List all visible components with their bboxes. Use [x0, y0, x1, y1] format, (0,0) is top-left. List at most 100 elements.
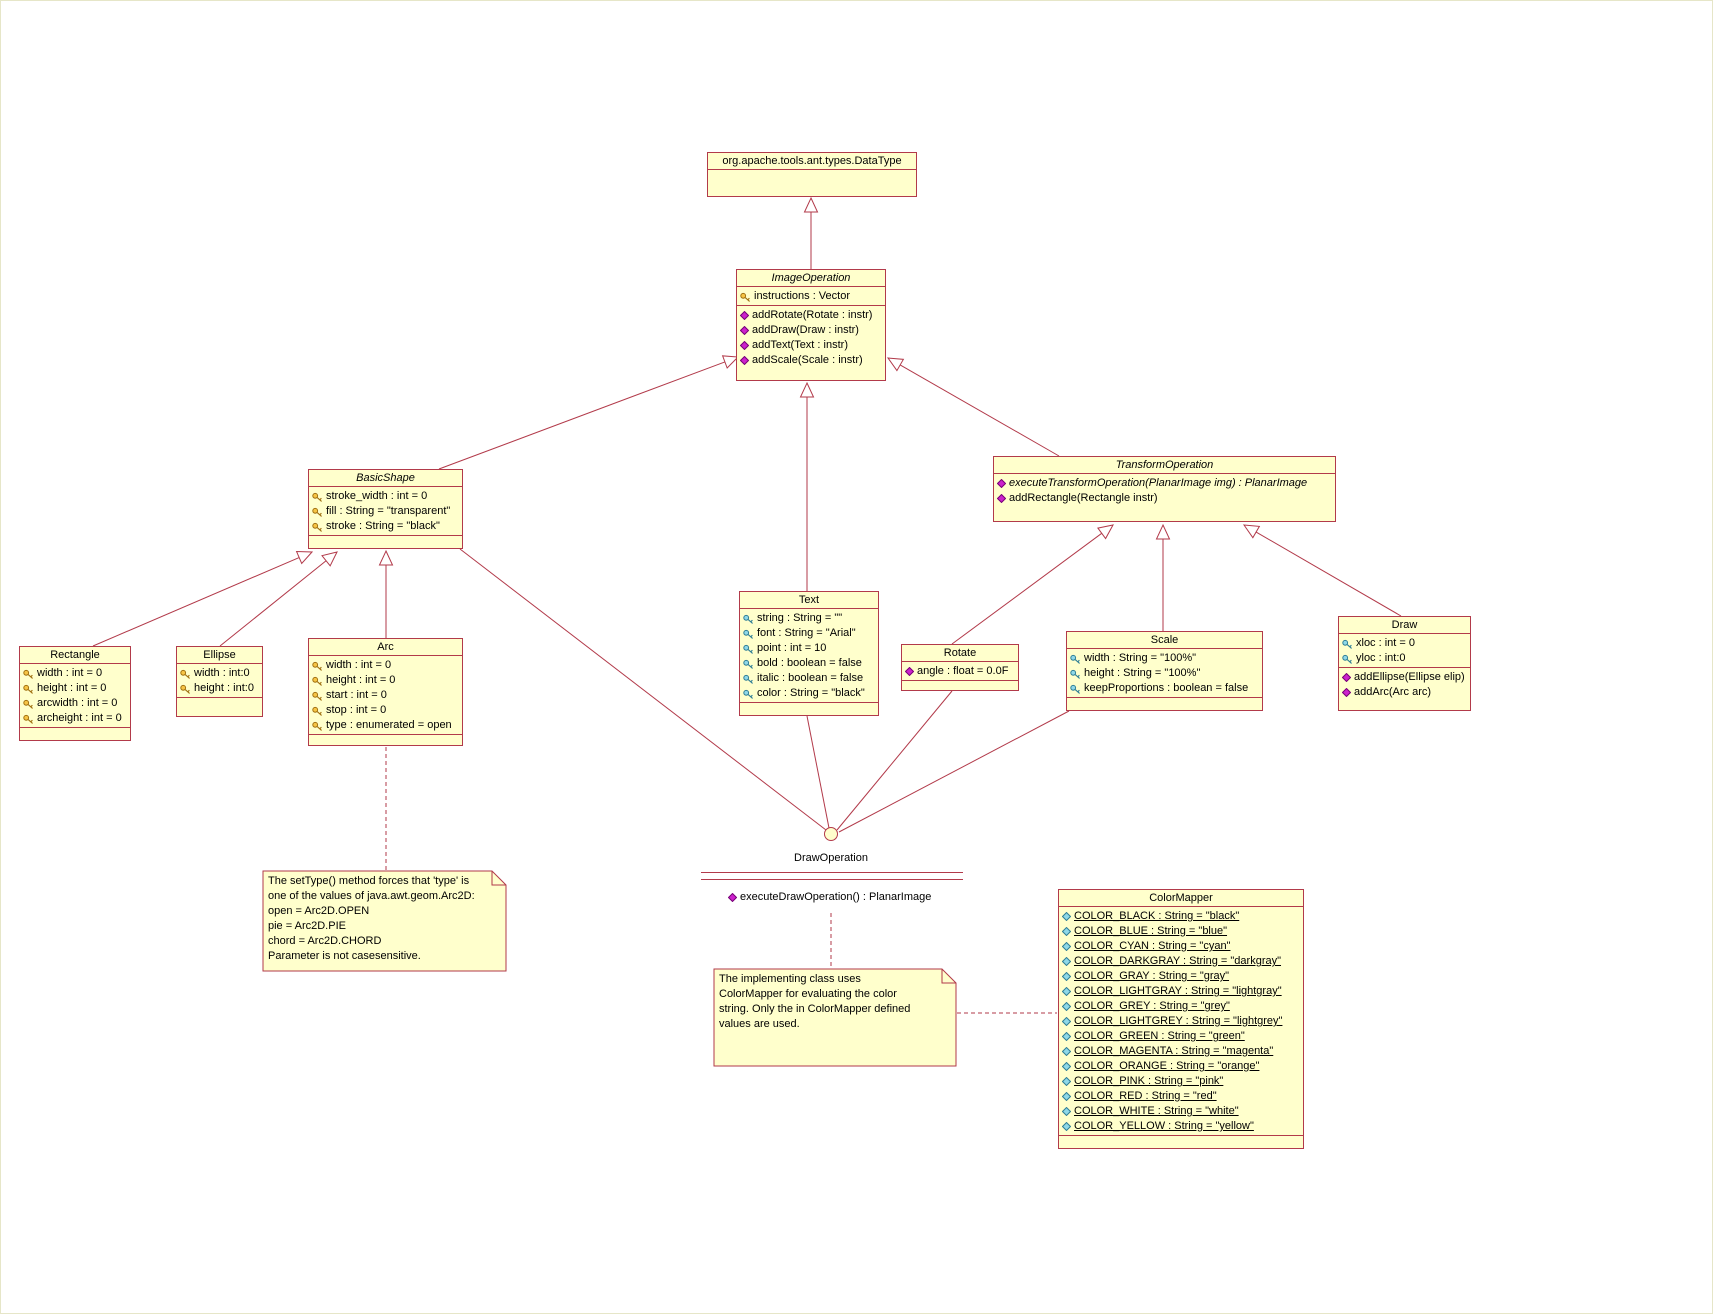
- class-datatype[interactable]: org.apache.tools.ant.types.DataType: [707, 152, 917, 197]
- edge-text-to-drawoperation[interactable]: [806, 715, 830, 829]
- class-compartment: [20, 727, 130, 740]
- member-label: COLOR_BLACK : String = "black": [1074, 910, 1240, 922]
- class-member: COLOR_LIGHTGREY : String = "lightgrey": [1062, 1014, 1301, 1029]
- member-label: arcwidth : int = 0: [37, 697, 118, 709]
- class-member: point : int = 10: [743, 641, 876, 656]
- edge-rotate-to-transformoperation[interactable]: [951, 524, 1114, 645]
- member-label: COLOR_RED : String = "red": [1074, 1090, 1217, 1102]
- class-name-rotate: Rotate: [943, 647, 977, 659]
- interface-method-row: executeDrawOperation() : PlanarImage: [728, 891, 931, 903]
- member-label: addScale(Scale : instr): [752, 354, 863, 366]
- interface-circle-icon[interactable]: [824, 827, 838, 841]
- member-label: COLOR_WHITE : String = "white": [1074, 1105, 1239, 1117]
- member-label: height : String = "100%": [1084, 667, 1201, 679]
- member-label: xloc : int = 0: [1356, 637, 1416, 649]
- member-label: stroke_width : int = 0: [326, 490, 428, 502]
- key-orange-icon: [180, 669, 191, 679]
- member-label: bold : boolean = false: [757, 657, 862, 669]
- member-label: COLOR_LIGHTGRAY : String = "lightgray": [1074, 985, 1282, 997]
- edge-scale-to-drawoperation[interactable]: [838, 710, 1070, 833]
- class-compartment: xloc : int = 0 yloc : int:0: [1339, 633, 1470, 667]
- diamond-cyan-icon: [1062, 1077, 1071, 1086]
- class-compartment: [309, 535, 462, 548]
- key-orange-icon: [312, 507, 323, 517]
- edge-imageoperation-to-datatype[interactable]: [803, 196, 819, 269]
- key-cyan-icon: [743, 629, 754, 639]
- class-scale[interactable]: Scale width : String = "100%" height : Str…: [1066, 631, 1263, 711]
- member-label: start : int = 0: [326, 689, 387, 701]
- class-member: COLOR_GREY : String = "grey": [1062, 999, 1301, 1014]
- class-member: COLOR_GREEN : String = "green": [1062, 1029, 1301, 1044]
- class-member: COLOR_BLACK : String = "black": [1062, 909, 1301, 924]
- member-label: width : int:0: [194, 667, 250, 679]
- class-compartment: COLOR_BLACK : String = "black"COLOR_BLUE…: [1059, 906, 1303, 1135]
- diamond-magenta-icon: [740, 311, 749, 320]
- class-rotate[interactable]: Rotate angle : float = 0.0F: [901, 644, 1019, 691]
- class-member: addRotate(Rotate : instr): [740, 308, 883, 323]
- class-member: COLOR_CYAN : String = "cyan": [1062, 939, 1301, 954]
- key-cyan-icon: [743, 659, 754, 669]
- key-orange-icon: [312, 661, 323, 671]
- edge-scale-to-transformoperation[interactable]: [1155, 523, 1171, 631]
- note-line: The implementing class uses: [719, 973, 861, 985]
- class-compartment: [1059, 1135, 1303, 1148]
- class-member: COLOR_MAGENTA : String = "magenta": [1062, 1044, 1301, 1059]
- diamond-cyan-icon: [1062, 972, 1071, 981]
- edge-text-to-imageoperation[interactable]: [799, 381, 815, 591]
- edge-arc-to-basicshape[interactable]: [378, 549, 394, 638]
- member-label: addEllipse(Ellipse elip): [1354, 671, 1465, 683]
- member-label: italic : boolean = false: [757, 672, 864, 684]
- edge-rectangle-to-basicshape[interactable]: [92, 551, 314, 647]
- class-name-rectangle: Rectangle: [50, 649, 100, 661]
- edge-draw-to-transformoperation[interactable]: [1242, 524, 1402, 617]
- note-arc-settype-note[interactable]: The setType() method forces that 'type' …: [263, 871, 506, 967]
- class-compartment: [708, 169, 916, 196]
- class-member: stroke_width : int = 0: [312, 489, 460, 504]
- class-member: string : String = "": [743, 611, 876, 626]
- edge-basicshape-to-drawoperation[interactable]: [459, 548, 827, 831]
- note-line: pie = Arc2D.PIE: [268, 920, 346, 932]
- edge-rotate-to-drawoperation[interactable]: [836, 690, 953, 831]
- member-label: type : enumerated = open: [326, 719, 452, 731]
- class-compartment: addRotate(Rotate : instr)addDraw(Draw : …: [737, 305, 885, 380]
- generalization-arrowhead-icon: [1097, 524, 1114, 540]
- edge-ellipse-to-basicshape[interactable]: [219, 551, 338, 647]
- generalization-arrowhead-icon: [321, 551, 338, 567]
- member-label: instructions : Vector: [754, 290, 850, 302]
- member-label: addText(Text : instr): [752, 339, 848, 351]
- member-label: angle : float = 0.0F: [917, 665, 1009, 677]
- class-compartment: [177, 697, 262, 716]
- class-name-datatype: org.apache.tools.ant.types.DataType: [722, 155, 902, 167]
- member-label: COLOR_CYAN : String = "cyan": [1074, 940, 1231, 952]
- class-name-scale: Scale: [1150, 634, 1179, 646]
- edge-transformoperation-to-imageoperation[interactable]: [886, 357, 1060, 457]
- class-compartment: [1067, 697, 1262, 710]
- class-member: addEllipse(Ellipse elip): [1342, 670, 1468, 685]
- class-member: bold : boolean = false: [743, 656, 876, 671]
- edge-basicshape-to-imageoperation[interactable]: [438, 355, 740, 470]
- member-label: COLOR_PINK : String = "pink": [1074, 1075, 1224, 1087]
- class-compartment: angle : float = 0.0F: [902, 661, 1018, 680]
- class-member: arcwidth : int = 0: [23, 696, 128, 711]
- key-orange-icon: [23, 684, 34, 694]
- member-label: width : String = "100%": [1084, 652, 1197, 664]
- member-label: width : int = 0: [37, 667, 103, 679]
- class-member: yloc : int:0: [1342, 651, 1468, 666]
- interface-name-drawoperation: DrawOperation: [794, 852, 868, 864]
- member-label: keepProportions : boolean = false: [1084, 682, 1249, 694]
- class-member: COLOR_WHITE : String = "white": [1062, 1104, 1301, 1119]
